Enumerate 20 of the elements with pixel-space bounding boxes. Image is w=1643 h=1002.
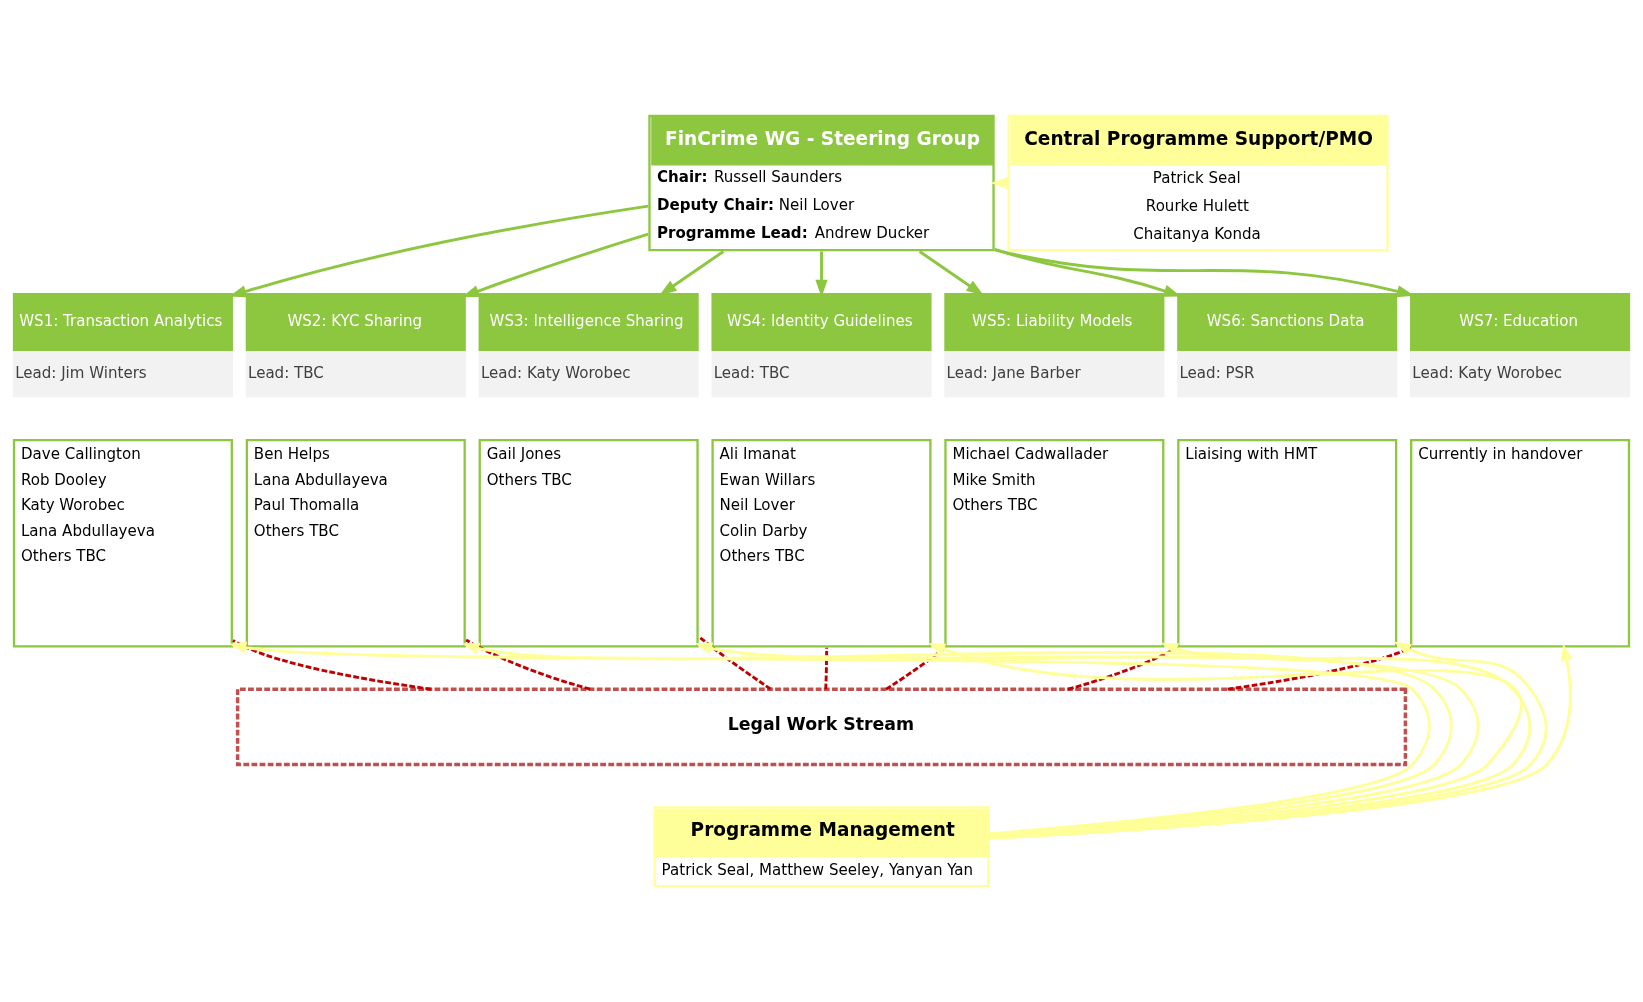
connector: [232, 639, 432, 691]
node-box: Gail Jones Others TBC: [478, 439, 699, 648]
arrow: [228, 641, 1431, 836]
arrow: [694, 642, 1479, 838]
connector: [698, 635, 772, 691]
connector: [1067, 646, 1179, 691]
node-box: Dave Callington Rob Dooley Katy Worobec Lana Abdullayeva Others TBC: [12, 439, 233, 648]
node-box: Legal Work Stream: [235, 687, 1408, 767]
node-box: Michael Cadwallader Mike Smith Others TBC: [944, 439, 1165, 648]
node-box: Ben Helps Lana Abdullayeva Paul Thomalla Others TBC: [245, 439, 466, 648]
connector: [1227, 646, 1412, 691]
arrow: [229, 204, 649, 298]
connector: [465, 638, 591, 691]
node-box: Ali Imanat Ewan Willars Neil Lover Colin Darby Others TBC: [711, 439, 932, 648]
arrow: [659, 250, 725, 296]
node-box: Liaising with HMT: [1177, 439, 1398, 648]
arrow: [918, 250, 984, 296]
connector: [824, 647, 829, 690]
node-box: Currently in handover: [1410, 439, 1631, 648]
arrow: [461, 642, 1453, 837]
